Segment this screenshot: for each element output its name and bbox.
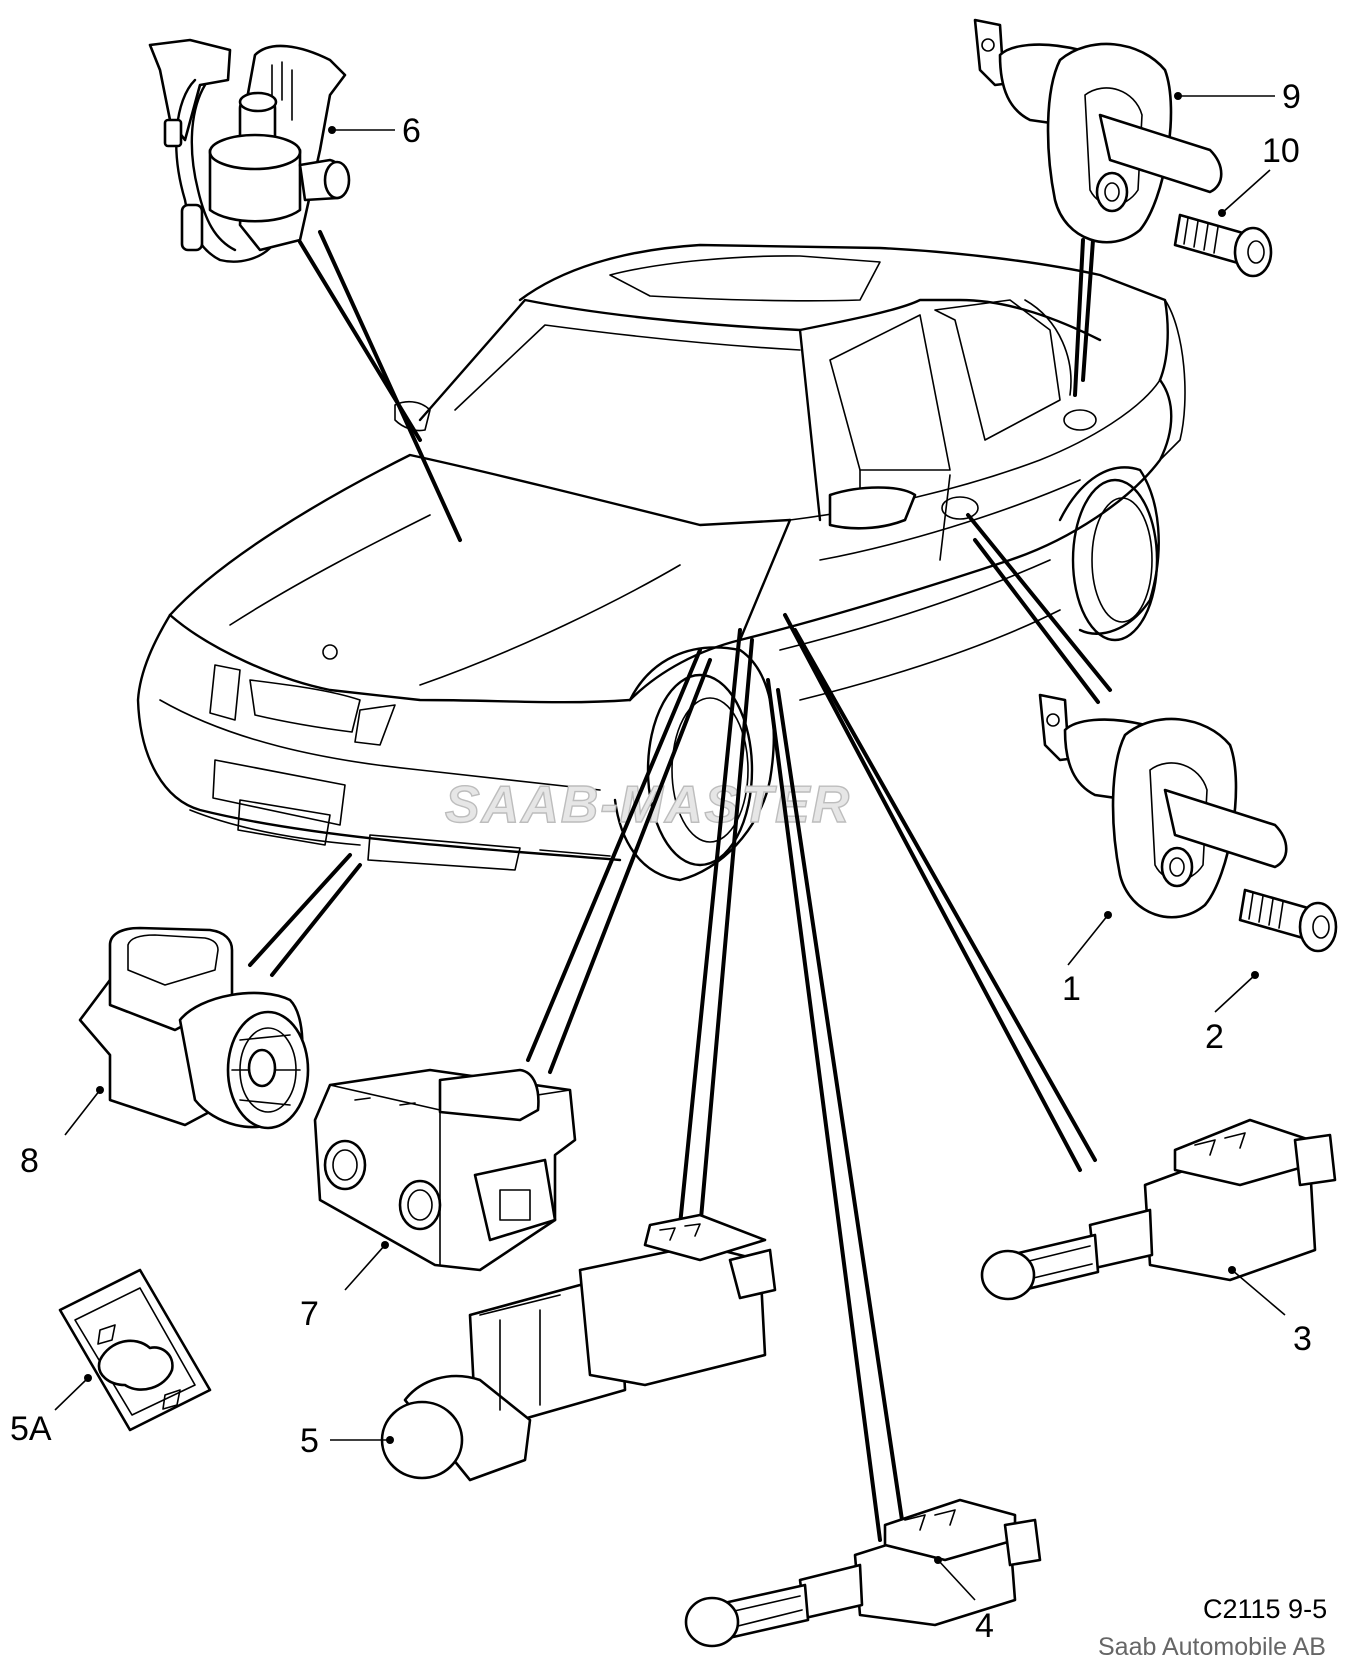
callout-4: 4: [975, 1607, 994, 1645]
callout-10: 10: [1262, 132, 1300, 170]
part-7-switch-module: [313, 1068, 577, 1272]
callout-5: 5: [300, 1422, 319, 1460]
callout-2: 2: [1205, 1018, 1224, 1056]
part-3-plunger-switch: [980, 1118, 1337, 1301]
part-8-lamp: [78, 926, 310, 1130]
callout-3: 3: [1293, 1320, 1312, 1358]
copyright-credit: Saab Automobile AB: [1098, 1633, 1326, 1661]
callout-labels: 6 9 10 1 2 3 4 5 5A 7 8: [10, 78, 1312, 1645]
callout-1: 1: [1062, 970, 1081, 1008]
callout-6: 6: [402, 112, 421, 150]
part-2-screw: [1238, 888, 1338, 953]
part-1-door-switch: [1038, 693, 1288, 919]
callout-5a: 5A: [10, 1410, 52, 1448]
pointer-lines: [248, 230, 1112, 1542]
callout-8: 8: [20, 1142, 39, 1180]
callout-7: 7: [300, 1295, 319, 1333]
callout-leaders: [54, 92, 1286, 1601]
part-9-door-switch: [973, 18, 1223, 244]
part-5a-clip: [58, 1268, 212, 1432]
part-4-plunger-switch: [684, 1498, 1042, 1648]
drawing-code: C2115 9-5: [1203, 1594, 1327, 1624]
part-10-screw: [1173, 213, 1273, 278]
part-5-brake-switch: [380, 1213, 777, 1482]
part-6-valve: [148, 38, 351, 263]
callout-9: 9: [1282, 78, 1301, 116]
